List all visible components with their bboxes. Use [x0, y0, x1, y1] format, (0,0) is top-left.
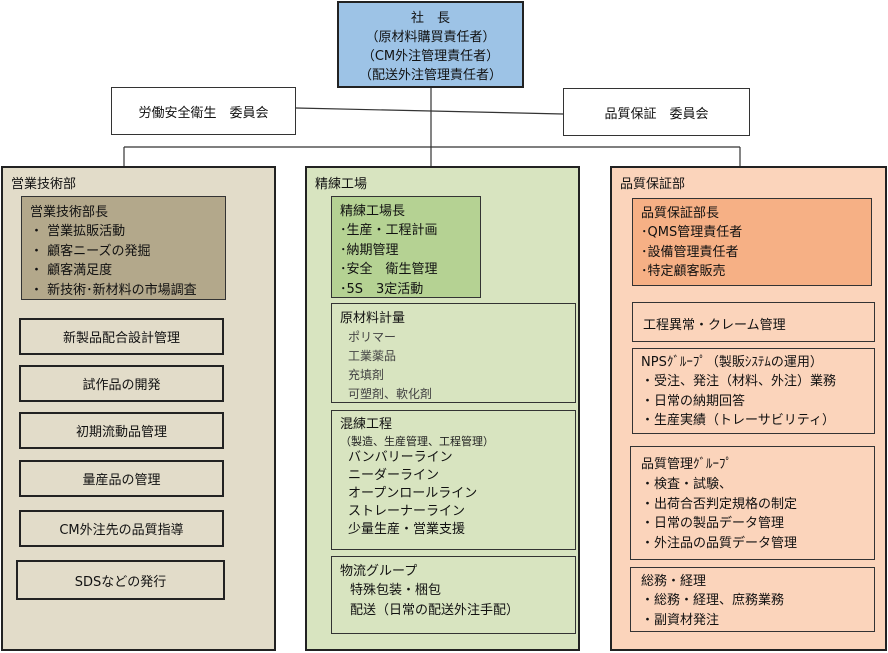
sales-box-label: SDSなどの発行 — [74, 574, 167, 590]
qc-group-item: ・日常の製品データ管理 — [641, 516, 785, 531]
sales-manager-item: ・ 新技術･新材料の市場調査 — [30, 282, 197, 298]
weighing-item: 可塑剤、軟化剤 — [348, 387, 433, 401]
quality-committee-label: 品質保証 委員会 — [604, 106, 709, 122]
sales-manager-box: 営業技術部長 ・ 営業拡販活動 ・ 顧客ニーズの発掘 ・ 顧客満足度 ・ 新技術… — [21, 196, 226, 300]
weighing-item: 工業薬品 — [348, 349, 397, 363]
sales-box-initial-flow: 初期流動品管理 — [19, 412, 224, 449]
mixing-item: オープンロールライン — [348, 486, 478, 501]
quality-committee-box: 品質保証 委員会 — [563, 88, 750, 136]
weighing-box: 原材料計量 ポリマー 工業薬品 充填剤 可塑剤、軟化剤 — [331, 303, 576, 403]
qa-manager-item: ･特定顧客販売 — [641, 264, 726, 279]
qa-manager-item: ･設備管理責任者 — [641, 244, 739, 260]
mixing-item: ニーダーライン — [348, 468, 440, 483]
sales-box-label: 初期流動品管理 — [75, 425, 167, 440]
logistics-item: 特殊包装・梱包 — [350, 583, 442, 598]
president-title: 社 長 — [410, 11, 450, 26]
qc-group-item: ・外注品の品質データ管理 — [641, 535, 798, 551]
nps-group-box: NPSｸﾞﾙｰﾌﾟ（製販ｼｽﾃﾑの運用） ・受注、発注（材料、外注）業務 ・日常… — [632, 348, 875, 434]
factory-manager-item: ･生産・工程計画 — [340, 223, 438, 238]
qa-manager-item: ･QMS管理責任者 — [641, 225, 743, 240]
admin-item: ・副資材発注 — [641, 612, 720, 628]
claims-label: 工程異常・クレーム管理 — [643, 318, 786, 333]
president-role-3: （配送外注管理責任者） — [358, 68, 502, 83]
weighing-title: 原材料計量 — [340, 311, 406, 326]
logistics-box: 物流グループ 特殊包装・梱包 配送（日常の配送外注手配） — [331, 556, 576, 634]
factory-manager-box: 精練工場長 ･生産・工程計画 ･納期管理 ･安全 衛生管理 ･5S 3定活動 — [331, 196, 481, 298]
factory-manager-item: ･5S 3定活動 — [340, 281, 424, 297]
mixing-box: 混練工程 （製造、生産管理、工程管理） バンバリーライン ニーダーライン オープ… — [331, 410, 576, 550]
factory-manager-item: ･安全 衛生管理 — [340, 262, 438, 277]
sales-department-title: 営業技術部 — [11, 177, 77, 192]
qc-group-item: ・出荷合否判定規格の制定 — [641, 496, 798, 512]
factory-manager-item: ･納期管理 — [340, 242, 399, 258]
factory-manager-title: 精練工場長 — [340, 204, 406, 219]
qa-manager-box: 品質保証部長 ･QMS管理責任者 ･設備管理責任者 ･特定顧客販売 — [632, 198, 872, 286]
sales-manager-title: 営業技術部長 — [30, 205, 109, 220]
mixing-item: 少量生産・営業支援 — [348, 522, 466, 537]
admin-item: ・総務・経理、庶務業務 — [641, 593, 785, 608]
qa-manager-title: 品質保証部長 — [641, 206, 720, 221]
sales-box-label: CM外注先の品質指導 — [59, 523, 184, 538]
nps-group-item: ・受注、発注（材料、外注）業務 — [641, 374, 837, 389]
weighing-item: 充填剤 — [348, 368, 385, 382]
mixing-item: ストレーナーライン — [348, 504, 466, 519]
mixing-item: バンバリーライン — [348, 450, 453, 465]
claims-box: 工程異常・クレーム管理 — [632, 302, 875, 342]
sales-manager-item: ・ 営業拡販活動 — [30, 224, 126, 239]
safety-committee-label: 労働安全衛生 委員会 — [138, 105, 269, 121]
sales-box-formulation-design: 新製品配合設計管理 — [19, 318, 224, 355]
weighing-item: ポリマー — [348, 330, 397, 344]
admin-box: 総務・経理 ・総務・経理、庶務業務 ・副資材発注 — [630, 567, 875, 632]
logistics-item: 配送（日常の配送外注手配） — [350, 602, 520, 618]
qa-department-title: 品質保証部 — [620, 177, 686, 192]
mixing-title: 混練工程 — [340, 417, 393, 432]
admin-title: 総務・経理 — [641, 574, 707, 589]
nps-group-item: ・日常の納期回答 — [641, 393, 746, 409]
factory-department-title: 精練工場 — [315, 177, 368, 192]
president-role-2: （CM外注管理責任者） — [361, 49, 500, 64]
qc-group-item: ・検査・試験、 — [641, 477, 733, 492]
safety-committee-box: 労働安全衛生 委員会 — [111, 87, 296, 135]
sales-box-prototype: 試作品の開発 — [19, 365, 224, 402]
nps-group-item: ・生産実績（トレーサビリティ） — [641, 413, 835, 428]
logistics-title: 物流グループ — [340, 564, 418, 579]
mixing-subtitle: （製造、生産管理、工程管理） — [340, 435, 494, 448]
sales-manager-item: ・ 顧客ニーズの発掘 — [30, 243, 151, 259]
sales-manager-item: ・ 顧客満足度 — [30, 263, 113, 278]
sales-box-cm-guidance: CM外注先の品質指導 — [19, 510, 224, 547]
president-box: 社 長 （原材料購買責任者） （CM外注管理責任者） （配送外注管理責任者） — [337, 1, 524, 88]
qc-group-box: 品質管理ｸﾞﾙｰﾌﾟ ・検査・試験、 ・出荷合否判定規格の制定 ・日常の製品デー… — [630, 446, 875, 560]
sales-box-label: 量産品の管理 — [82, 473, 161, 488]
sales-box-label: 試作品の開発 — [82, 378, 161, 393]
qc-group-title: 品質管理ｸﾞﾙｰﾌﾟ — [641, 457, 733, 472]
sales-box-label: 新製品配合設計管理 — [62, 331, 180, 346]
nps-group-title: NPSｸﾞﾙｰﾌﾟ（製販ｼｽﾃﾑの運用） — [641, 355, 823, 370]
president-role-1: （原材料購買責任者） — [365, 30, 496, 45]
sales-box-sds: SDSなどの発行 — [16, 560, 225, 600]
sales-box-mass-production: 量産品の管理 — [19, 460, 224, 497]
